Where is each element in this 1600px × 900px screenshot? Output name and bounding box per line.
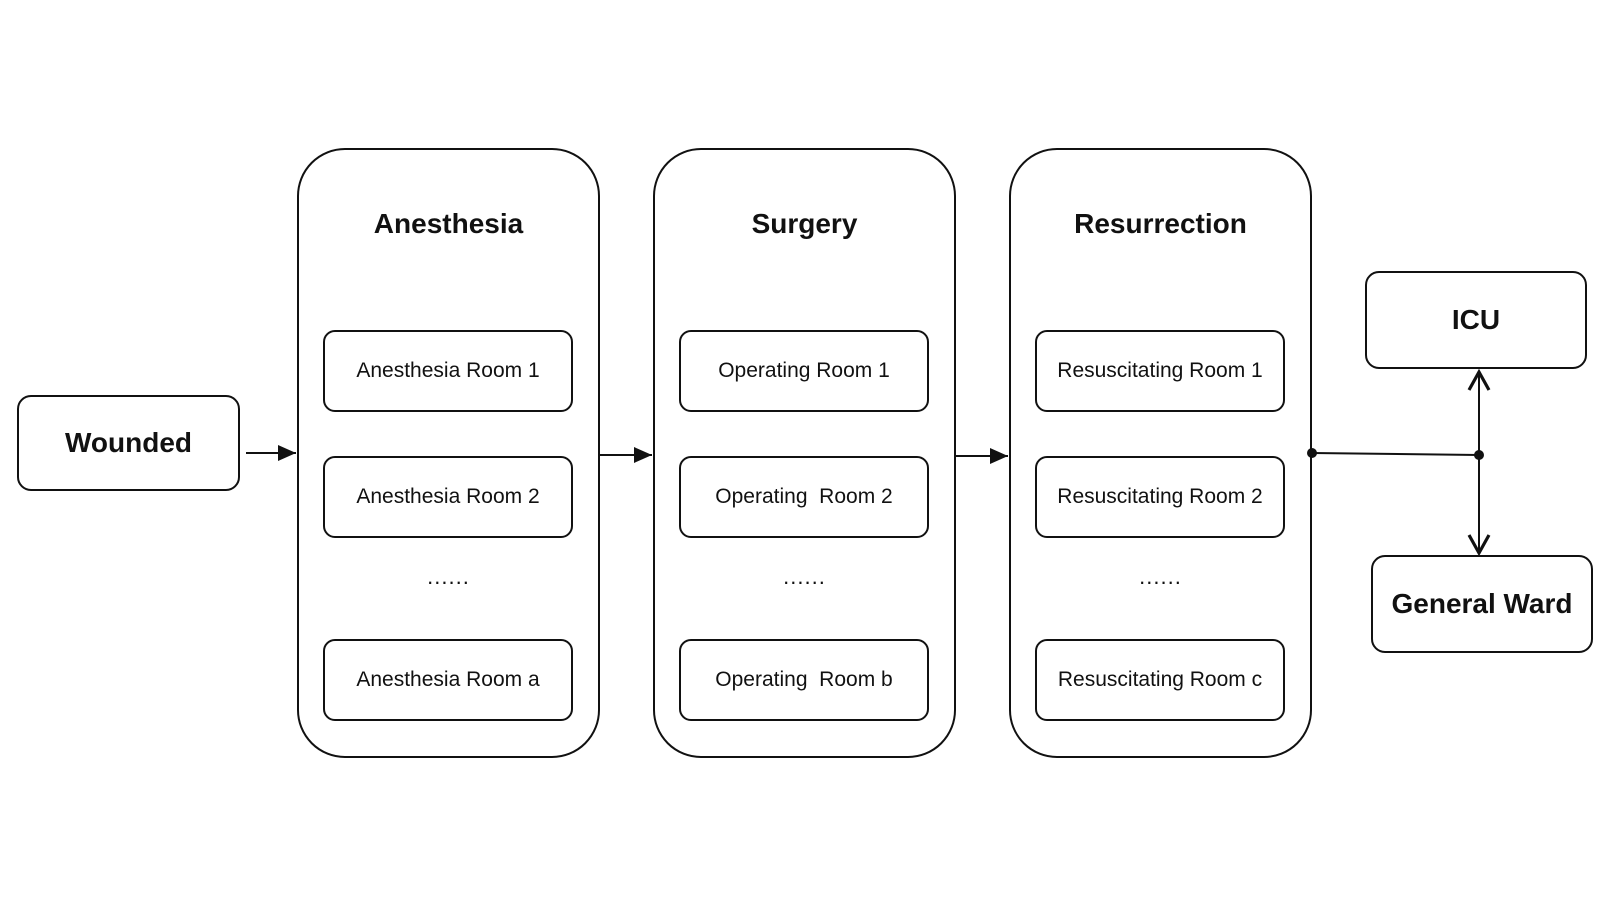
room-anesthesia-a: Anesthesia Room a	[323, 639, 573, 721]
room-anesthesia-2: Anesthesia Room 2	[323, 456, 573, 538]
ellipsis-anesthesia: ......	[427, 564, 470, 589]
stage-resurrection: Resurrection Resuscitating Room 1 Resusc…	[1009, 148, 1312, 758]
room-operating-1: Operating Room 1	[679, 330, 929, 412]
junction-dot-right	[1474, 450, 1484, 460]
room-resuscitating-2: Resuscitating Room 2	[1035, 456, 1285, 538]
stage-surgery: Surgery Operating Room 1 Operating Room …	[653, 148, 956, 758]
ellipsis-resurrection: ......	[1139, 564, 1182, 589]
icu-label: ICU	[1451, 304, 1501, 335]
room-resuscitating-1: Resuscitating Room 1	[1035, 330, 1285, 412]
stage-title-resurrection: Resurrection	[1074, 208, 1247, 239]
stage-anesthesia: Anesthesia Anesthesia Room 1 Anesthesia …	[297, 148, 600, 758]
line-resurrection-to-junction	[1311, 452, 1480, 456]
ellipsis-surgery: ......	[783, 564, 826, 589]
room-anesthesia-1: Anesthesia Room 1	[323, 330, 573, 412]
stage-title-anesthesia: Anesthesia	[373, 208, 524, 239]
room-operating-b: Operating Room b	[679, 639, 929, 721]
wounded-label: Wounded	[64, 427, 192, 458]
general-ward-label: General Ward	[1391, 588, 1573, 619]
room-operating-2: Operating Room 2	[679, 456, 929, 538]
wounded-node: Wounded	[17, 395, 240, 491]
icu-node: ICU	[1365, 271, 1587, 369]
general-ward-node: General Ward	[1371, 555, 1593, 653]
stage-title-surgery: Surgery	[751, 208, 858, 239]
room-resuscitating-c: Resuscitating Room c	[1035, 639, 1285, 721]
